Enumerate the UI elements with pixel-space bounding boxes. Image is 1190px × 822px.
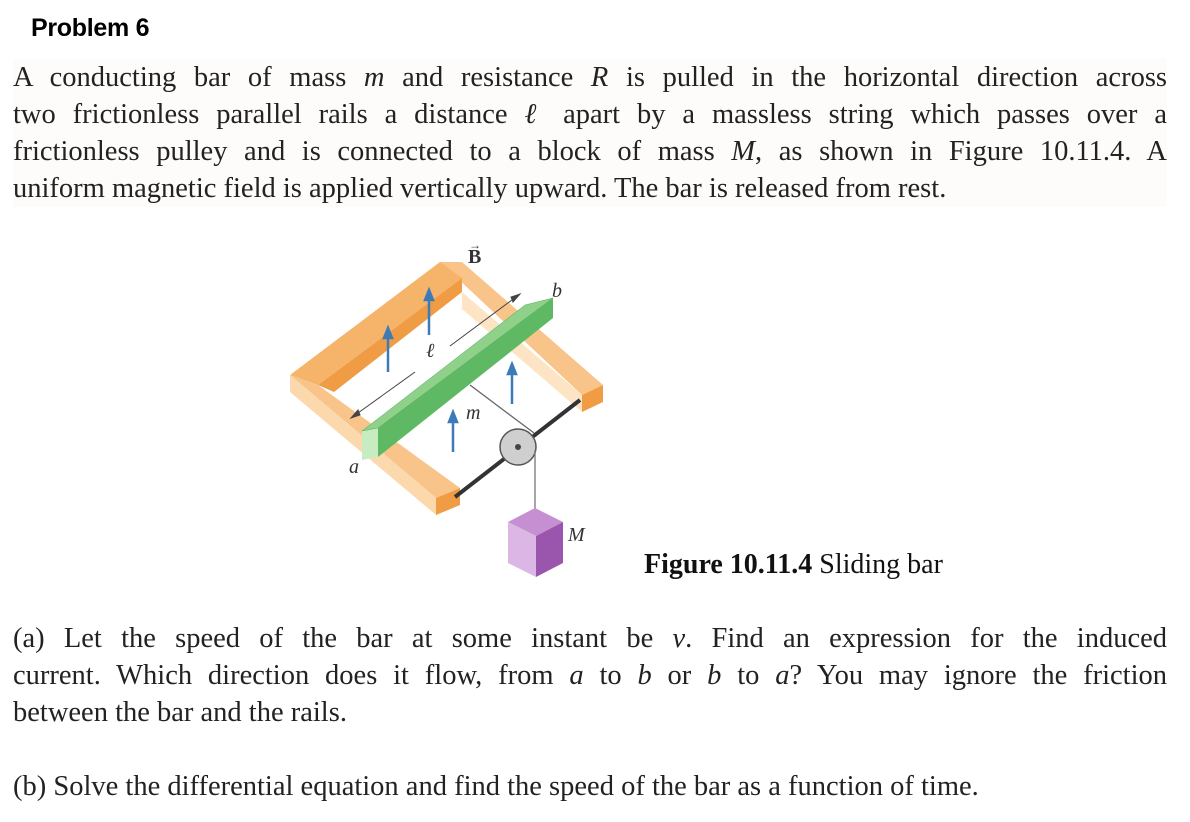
part-a: (a) Let the speed of the bar at some ins… [13,620,1167,731]
part-a-line-3: between the bar and the rails. [13,697,347,728]
part-a-line-1: (a) Let the speed of the bar at some ins… [13,623,1168,654]
length-dimension [349,292,522,420]
statement-line-1: A conducting bar of mass m and resistanc… [13,62,1168,93]
end-a-label: a [349,456,359,478]
part-b-line-1: (b) Solve the differential equation and … [13,771,979,802]
conducting-bar [361,297,554,460]
statement-line-3: frictionless pulley and is connected to … [13,136,1167,167]
pulley [499,428,537,466]
field-vector-arrow: → [469,238,481,252]
bar-mass-label: m [466,402,481,424]
figure-caption: Figure 10.11.4 Sliding bar [644,549,943,581]
statement-line-4: uniform magnetic field is applied vertic… [13,173,947,204]
problem-title: Problem 6 [31,14,150,42]
part-a-line-2: current. Which direction does it flow, f… [13,660,1167,691]
statement-line-2: two frictionless parallel rails a distan… [13,99,1167,130]
field-label: B [468,246,482,268]
part-b: (b) Solve the differential equation and … [13,768,1167,805]
figure-title: Sliding bar [819,549,943,580]
figure-number: Figure 10.11.4 [644,549,813,580]
field-arrows [382,286,518,452]
length-label: ℓ [426,340,435,362]
problem-statement: A conducting bar of mass m and resistanc… [13,59,1167,207]
hanging-block [508,508,563,577]
end-b-label: b [552,280,562,302]
block-mass-label: M [568,524,585,546]
